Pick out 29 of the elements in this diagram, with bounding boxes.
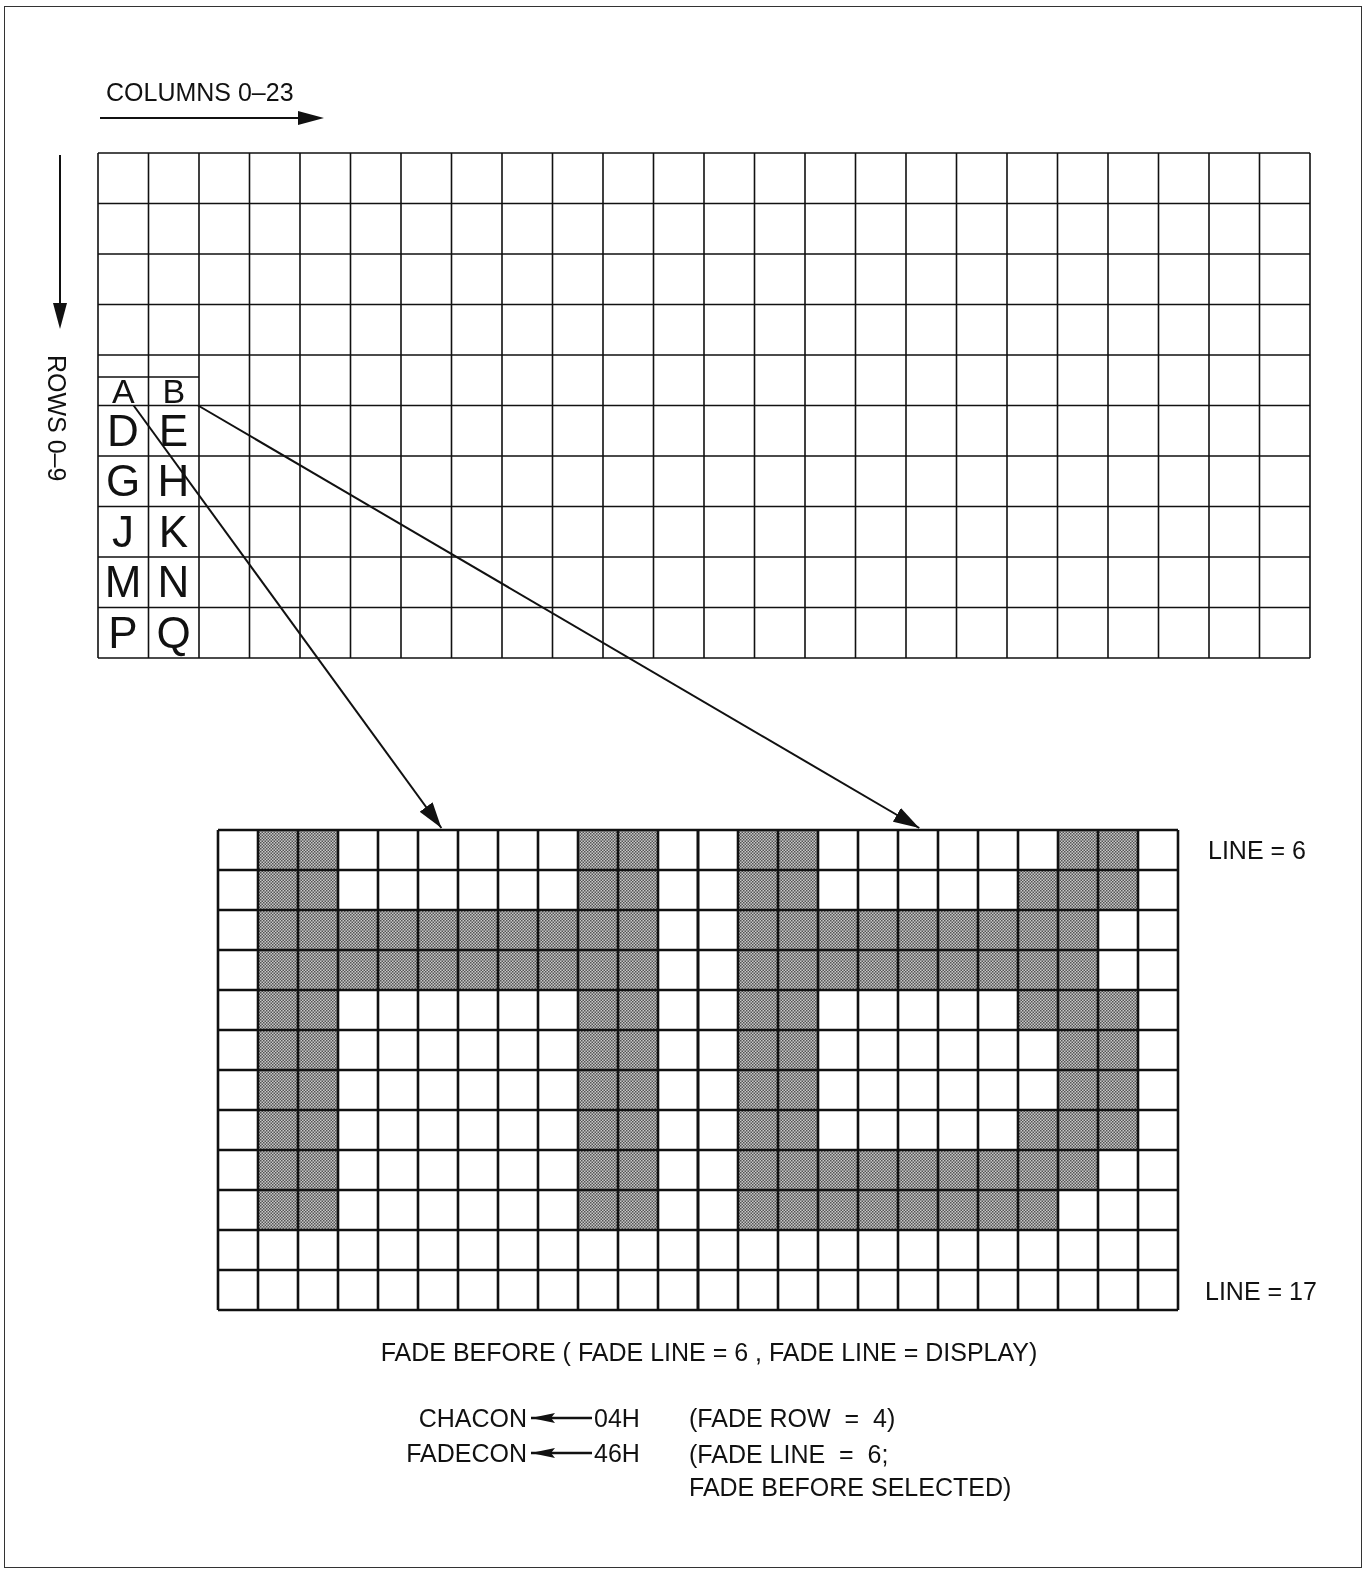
arrow [531, 1413, 592, 1423]
cell-letter: N [156, 557, 191, 607]
axis-label: ROWS 0–9 [42, 355, 72, 482]
cell-letter: Q [155, 607, 192, 658]
leader-arrow [197, 404, 921, 829]
cell-letter: P [107, 607, 139, 658]
register-note: (FADE LINE = 6; FADE BEFORE SELECTED) [689, 1439, 1012, 1503]
axis-label: COLUMNS 0–23 [106, 77, 294, 107]
cell-letter: B [148, 377, 199, 406]
arrow [531, 1448, 592, 1458]
cell-letter: D [106, 405, 140, 456]
register-note: (FADE ROW = 4) [689, 1403, 896, 1433]
cell-letter: G [104, 456, 142, 506]
cell-letter: E [157, 405, 190, 456]
register-value: 04H [592, 1403, 642, 1433]
register-name: CHACON [380, 1403, 527, 1433]
cell-letter: A [98, 377, 149, 406]
pixel-grid [218, 830, 698, 1310]
line-label: LINE = 17 [1205, 1276, 1317, 1306]
cell-letter: M [103, 557, 143, 607]
pixel-grid [698, 830, 1178, 1310]
cell-letter: H [156, 456, 191, 506]
cell-letter: J [111, 506, 135, 557]
line-label: LINE = 6 [1208, 835, 1306, 865]
register-name: FADECON [360, 1438, 527, 1468]
cell-letter: K [157, 506, 190, 557]
register-value: 46H [592, 1438, 642, 1468]
fade-caption: FADE BEFORE ( FADE LINE = 6 , FADE LINE = DISPLAY) [379, 1337, 1039, 1367]
leader-arrow [132, 404, 443, 829]
